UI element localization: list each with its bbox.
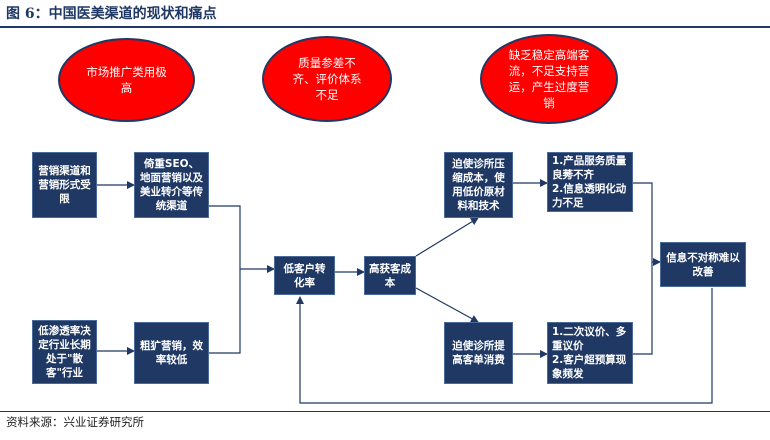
footer-divider xyxy=(0,411,770,412)
line-b2-b5 xyxy=(209,205,275,273)
title-bar: 图 6：中国医美渠道的现状和痛点 xyxy=(0,0,770,28)
source-note: 资料来源：兴业证券研究所 xyxy=(6,415,144,429)
box-rough-marketing: 粗犷营销，效率较低 xyxy=(134,322,209,384)
box-traditional-channels: 倚重SEO、地面营销以及美业转介等传统渠道 xyxy=(134,152,209,218)
line-b9-b11 xyxy=(633,182,661,266)
box-high-acquisition-cost: 高获客成本 xyxy=(364,256,416,295)
box-marketing-restricted: 营销渠道和营销形式受限 xyxy=(32,152,97,218)
circle-lack-stable-flow: 缺乏稳定高端客流，不足支持营运，产生过度营销 xyxy=(480,34,618,124)
box-raise-ticket: 迫使诊所提高客单消费 xyxy=(444,322,513,384)
box-low-conversion: 低客户转化率 xyxy=(274,256,335,295)
arrow-b6-b7 xyxy=(415,217,479,257)
line-b4-b5 xyxy=(209,269,241,354)
figure-title: 图 6：中国医美渠道的现状和痛点 xyxy=(6,6,217,22)
box-quality-info-issues: 1.产品服务质量良莠不齐 2.信息透明化动力不足 xyxy=(547,152,633,212)
feedback-line xyxy=(296,288,713,404)
circle-quality-uneven: 质量参差不齐、评价体系不足 xyxy=(262,36,392,122)
arrow-b6-b8 xyxy=(415,287,479,323)
box-compress-cost: 迫使诊所压缩成本，使用低价原材料和技术 xyxy=(444,152,513,218)
box-low-penetration: 低渗透率决定行业长期处于"散客"行业 xyxy=(32,320,97,384)
line-b10-b11 xyxy=(633,262,653,355)
circle-marketing-cost: 市场推广类用极高 xyxy=(58,38,195,122)
box-bargaining-issues: 1.二次议价、多重议价 2.客户超预算现象频发 xyxy=(547,322,633,384)
box-info-asymmetry: 信息不对称难以改善 xyxy=(660,242,746,287)
